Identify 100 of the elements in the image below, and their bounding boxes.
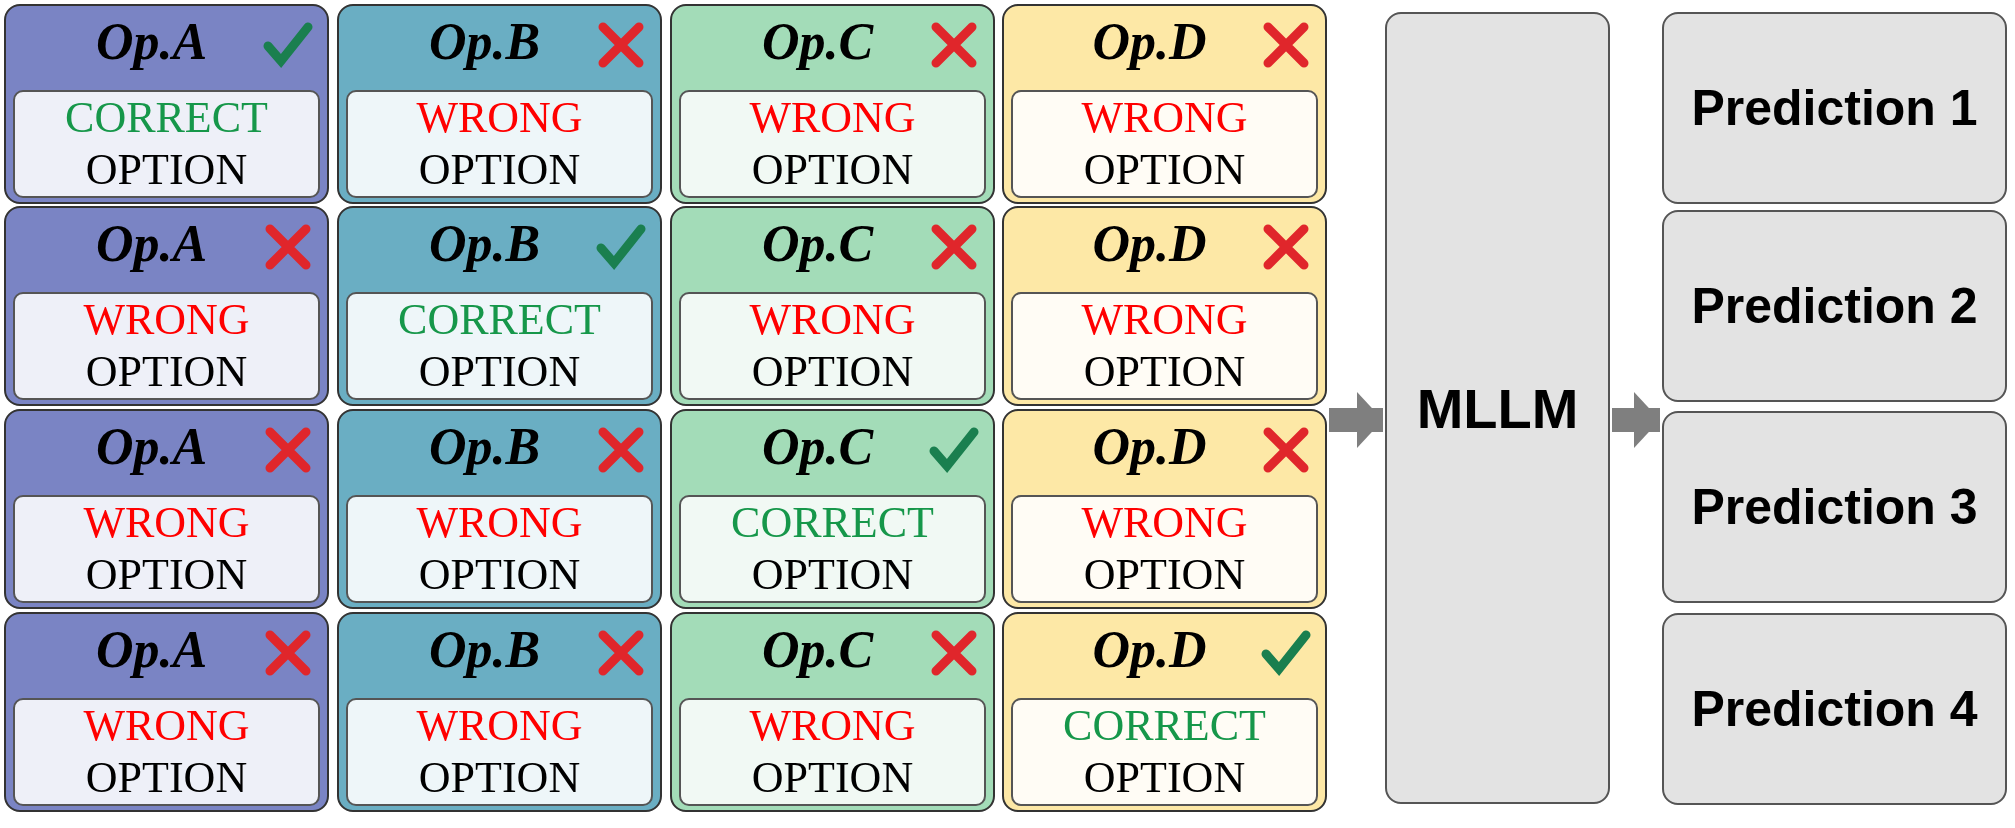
option-card	[4, 4, 329, 204]
option-card	[337, 206, 662, 406]
cross-icon	[1261, 222, 1311, 272]
option-heading: Op.A	[94, 417, 209, 477]
option-card	[337, 409, 662, 609]
option-text: OPTION	[1083, 144, 1246, 196]
option-box	[346, 495, 653, 603]
option-box	[679, 90, 986, 198]
option-card	[4, 409, 329, 609]
option-box	[679, 495, 986, 603]
status-text: WRONG	[416, 700, 583, 752]
option-text: OPTION	[85, 549, 248, 601]
cross-icon	[596, 425, 646, 475]
check-icon	[596, 222, 646, 272]
option-heading: Op.B	[427, 417, 542, 477]
option-heading: Op.C	[760, 12, 875, 72]
status-text: WRONG	[83, 294, 250, 346]
option-heading: Op.C	[760, 214, 875, 274]
model-label: MLLM	[1416, 375, 1579, 441]
option-heading: Op.D	[1091, 12, 1208, 72]
option-card	[4, 612, 329, 812]
option-text: OPTION	[85, 346, 248, 398]
option-text: OPTION	[751, 549, 914, 601]
option-card	[670, 612, 995, 812]
cross-icon	[263, 222, 313, 272]
status-text: CORRECT	[1063, 700, 1266, 752]
status-text: WRONG	[1081, 294, 1248, 346]
option-text: OPTION	[1083, 549, 1246, 601]
option-heading: Op.A	[94, 12, 209, 72]
option-card	[1002, 612, 1327, 812]
status-text: CORRECT	[398, 294, 601, 346]
option-box	[1011, 698, 1318, 806]
option-text: OPTION	[418, 144, 581, 196]
option-text: OPTION	[418, 752, 581, 804]
option-text: OPTION	[85, 752, 248, 804]
option-box	[1011, 90, 1318, 198]
option-heading: Op.C	[760, 417, 875, 477]
prediction-box	[1662, 210, 2007, 402]
status-text: WRONG	[83, 497, 250, 549]
option-box	[346, 698, 653, 806]
option-heading: Op.B	[427, 620, 542, 680]
option-card	[337, 4, 662, 204]
option-card	[670, 4, 995, 204]
option-card	[1002, 206, 1327, 406]
check-icon	[1261, 628, 1311, 678]
status-text: WRONG	[749, 294, 916, 346]
option-text: OPTION	[751, 752, 914, 804]
prediction-box	[1662, 613, 2007, 805]
option-box	[346, 90, 653, 198]
option-box	[346, 292, 653, 400]
status-text: CORRECT	[65, 92, 268, 144]
option-card	[4, 206, 329, 406]
option-card	[670, 409, 995, 609]
option-card	[337, 612, 662, 812]
option-card	[1002, 409, 1327, 609]
status-text: WRONG	[1081, 497, 1248, 549]
model-box	[1385, 12, 1610, 804]
arrow	[1612, 392, 1660, 448]
option-text: OPTION	[1083, 752, 1246, 804]
prediction-label: Prediction 3	[1691, 478, 1978, 536]
arrow	[1329, 392, 1383, 448]
option-box	[679, 292, 986, 400]
prediction-box	[1662, 411, 2007, 603]
prediction-box	[1662, 12, 2007, 204]
status-text: WRONG	[749, 700, 916, 752]
cross-icon	[1261, 425, 1311, 475]
status-text: WRONG	[416, 92, 583, 144]
check-icon	[263, 20, 313, 70]
option-box	[13, 90, 320, 198]
cross-icon	[1261, 20, 1311, 70]
prediction-label: Prediction 4	[1691, 680, 1978, 738]
option-heading: Op.A	[94, 214, 209, 274]
option-box	[1011, 495, 1318, 603]
option-text: OPTION	[85, 144, 248, 196]
cross-icon	[929, 222, 979, 272]
option-box	[13, 698, 320, 806]
option-box	[679, 698, 986, 806]
option-heading: Op.B	[427, 12, 542, 72]
cross-icon	[929, 20, 979, 70]
check-icon	[929, 425, 979, 475]
option-text: OPTION	[1083, 346, 1246, 398]
cross-icon	[929, 628, 979, 678]
option-text: OPTION	[418, 549, 581, 601]
option-text: OPTION	[751, 346, 914, 398]
option-heading: Op.D	[1091, 620, 1208, 680]
prediction-label: Prediction 1	[1691, 79, 1978, 137]
cross-icon	[596, 628, 646, 678]
option-box	[13, 495, 320, 603]
cross-icon	[596, 20, 646, 70]
option-card	[1002, 4, 1327, 204]
option-box	[13, 292, 320, 400]
cross-icon	[263, 628, 313, 678]
option-box	[1011, 292, 1318, 400]
status-text: WRONG	[416, 497, 583, 549]
option-text: OPTION	[418, 346, 581, 398]
option-heading: Op.A	[94, 620, 209, 680]
status-text: CORRECT	[731, 497, 934, 549]
option-heading: Op.D	[1091, 417, 1208, 477]
prediction-label: Prediction 2	[1691, 277, 1978, 335]
option-heading: Op.B	[427, 214, 542, 274]
